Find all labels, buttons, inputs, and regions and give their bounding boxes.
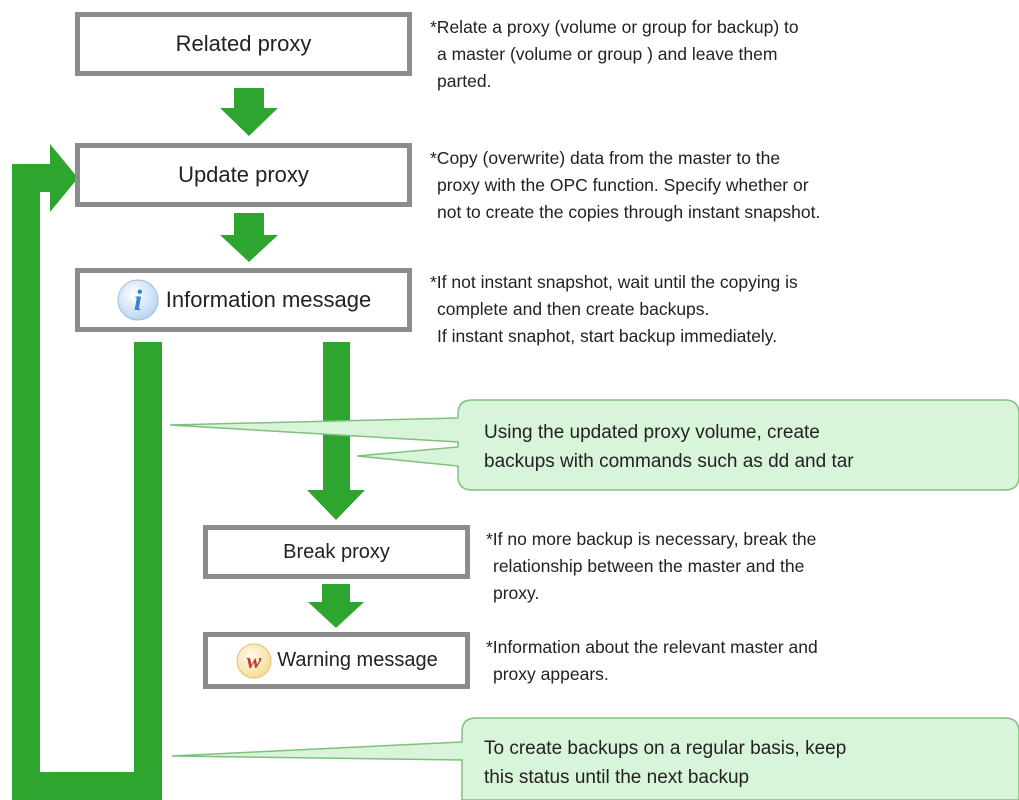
loop-back-arrow [12,144,162,800]
note-update-line: proxy with the OPC function. Specify whe… [437,175,809,195]
step-warning-label: Warning message [277,649,438,671]
callout-backup-text: Using the updated proxy volume, create b… [484,418,854,476]
svg-text:i: i [134,284,143,317]
note-info-line: complete and then create backups. [437,299,710,319]
note-break-line: proxy. [493,583,540,603]
callout-regular-bubble [171,717,1019,800]
step-break-label: Break proxy [283,540,390,563]
note-warning-line: *Information about the relevant master a… [486,637,818,657]
note-break-line: relationship between the master and the [493,556,805,576]
step-update-proxy: Update proxy [75,143,412,207]
note-related: *Relate a proxy (volume or group for bac… [430,14,799,95]
step-update-label: Update proxy [178,162,309,187]
note-update-line: *Copy (overwrite) data from the master t… [430,148,781,168]
note-update: *Copy (overwrite) data from the master t… [430,145,820,226]
note-update-line: not to create the copies through instant… [437,202,821,222]
step-info-label: Information message [165,287,372,312]
callout-regular-line: To create backups on a regular basis, ke… [484,738,847,759]
arrow-break-to-warning [308,584,364,628]
note-warning-line: proxy appears. [493,664,609,684]
callout-backup-line: Using the updated proxy volume, create [484,422,820,443]
step-break-proxy: Break proxy [203,525,470,579]
step-information-message: i Information message [75,268,412,332]
note-info-line: If instant snaphot, start backup immedia… [437,326,778,346]
note-related-line: parted. [437,71,492,91]
step-related-label: Related proxy [175,31,312,56]
callout-backup-bubble [169,399,1019,491]
note-related-line: a master (volume or group ) and leave th… [437,44,778,64]
note-warning: *Information about the relevant master a… [486,634,818,688]
callout-regular-text: To create backups on a regular basis, ke… [484,734,846,792]
callout-regular-line: this status until the next backup [484,767,750,788]
arrow-related-to-update [220,88,278,136]
note-break: *If no more backup is necessary, break t… [486,526,816,607]
svg-text:w: w [247,648,262,673]
step-related-proxy: Related proxy [75,12,412,76]
note-break-line: *If no more backup is necessary, break t… [486,529,817,549]
arrow-update-to-info [220,213,278,262]
callout-backup-line: backups with commands such as dd and tar [484,451,854,472]
warning-icon: w [235,642,273,680]
step-warning-message: w Warning message [203,632,470,689]
note-info-line: *If not instant snapshot, wait until the… [430,272,798,292]
info-icon: i [116,278,160,322]
note-info: *If not instant snapshot, wait until the… [430,269,798,350]
note-related-line: *Relate a proxy (volume or group for bac… [430,17,799,37]
